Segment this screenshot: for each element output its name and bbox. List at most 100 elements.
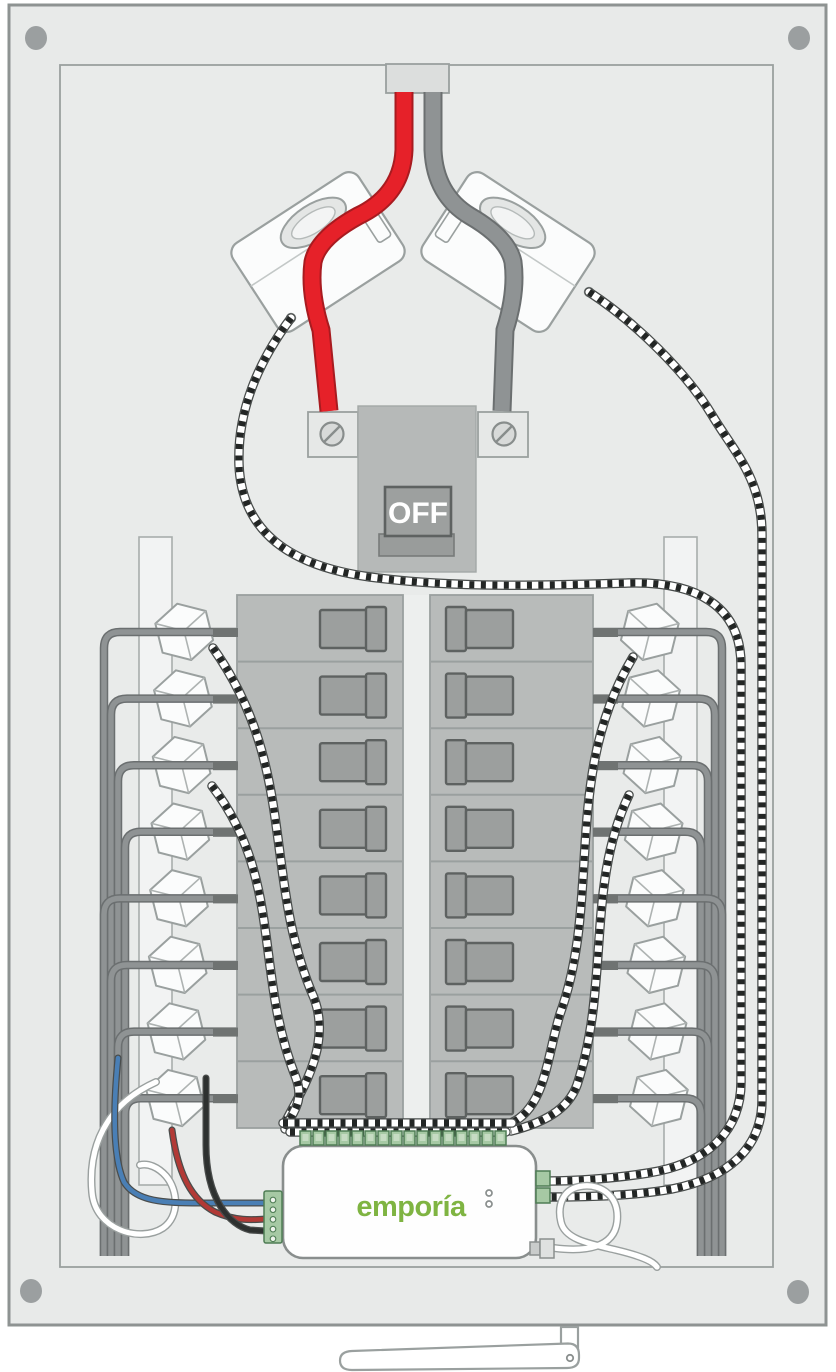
antenna-connector-body xyxy=(539,1238,555,1259)
sensor-port-pin xyxy=(484,1134,491,1141)
branch-wire-left xyxy=(101,629,238,1256)
feed-wire-gray xyxy=(423,92,524,412)
sensor-port-pin xyxy=(302,1134,309,1141)
branch-cable-bundle-left xyxy=(210,645,323,1123)
power-wire-red xyxy=(169,1127,269,1222)
breaker-handle-left xyxy=(364,805,388,852)
wifi-antenna xyxy=(338,1325,581,1372)
breaker-wire-stub-left xyxy=(213,1094,238,1104)
breaker-switch-right xyxy=(464,875,515,916)
breaker-wire-stub-right xyxy=(593,1027,618,1037)
breaker-wire-stub-right xyxy=(593,961,618,970)
branch-wire-left xyxy=(115,1028,238,1256)
branch-wire-right xyxy=(593,762,711,1256)
antenna-pivot xyxy=(565,1353,575,1363)
breaker-wire-stub-left xyxy=(213,694,238,704)
status-led xyxy=(485,1189,493,1197)
main-breaker-handle xyxy=(383,485,453,538)
branch-wire-right xyxy=(593,1028,711,1256)
status-led xyxy=(485,1200,493,1208)
breaker-switch-right xyxy=(464,1008,515,1049)
breaker-switch-left xyxy=(318,1008,369,1049)
sensor-port-pin xyxy=(432,1134,439,1141)
emporia-logo: emporía xyxy=(356,1191,467,1223)
sensor-port-pin xyxy=(367,1134,374,1141)
feed-connector xyxy=(385,63,450,94)
branch-cable-bundle-right xyxy=(510,793,633,1135)
branch-wire-left xyxy=(101,895,238,1256)
breaker-switch-right xyxy=(464,608,515,650)
breaker-switch-left xyxy=(318,742,369,783)
breaker-handle-left xyxy=(364,872,388,919)
branch-wire-right xyxy=(593,895,725,1256)
sensor-port-pin xyxy=(380,1134,387,1141)
branch-cable-bundle-right xyxy=(509,655,637,1127)
breaker-switch-left xyxy=(318,875,369,916)
branch-wire-right xyxy=(593,962,718,1256)
power-terminal-screw xyxy=(269,1225,277,1233)
power-terminal-screw xyxy=(269,1235,277,1243)
sensor-port-pin xyxy=(471,1134,478,1141)
corner-screw xyxy=(787,1280,809,1304)
sensor-port-pin xyxy=(406,1134,413,1141)
breaker-handle-right xyxy=(444,938,468,986)
sensor-port-pin xyxy=(328,1134,335,1141)
sensor-port-pin xyxy=(354,1134,361,1141)
branch-wire-left xyxy=(115,762,238,1256)
sensor-port-pin xyxy=(315,1134,322,1141)
power-terminal-screw xyxy=(269,1206,277,1214)
breaker-handle-left xyxy=(364,1071,388,1119)
breaker-switch-right xyxy=(464,1074,515,1116)
breaker-handle-left xyxy=(364,1005,388,1052)
lug-screw-right xyxy=(491,421,517,447)
branch-wire-right xyxy=(593,695,718,1256)
breaker-columns xyxy=(213,594,618,1129)
breaker-wire-stub-right xyxy=(593,827,618,837)
breaker-handle-right xyxy=(444,672,468,719)
power-wire-blue xyxy=(112,1055,269,1206)
power-wire-white xyxy=(88,1079,178,1237)
antenna-connector-nut xyxy=(529,1241,541,1256)
breaker-switch-left xyxy=(318,608,369,650)
breaker-wire-stub-right xyxy=(593,1094,618,1104)
breaker-wire-stub-left xyxy=(213,761,238,771)
breaker-wire-stub-left xyxy=(213,1027,238,1037)
breaker-wire-stub-right xyxy=(593,761,618,771)
breaker-handle-right xyxy=(444,805,468,852)
breaker-handle-right xyxy=(444,1005,468,1052)
power-terminal-screw xyxy=(269,1216,277,1223)
antenna-cable xyxy=(529,1181,661,1271)
corner-screw xyxy=(788,26,810,50)
sensor-port-pin xyxy=(458,1134,465,1141)
branch-wire-left xyxy=(108,962,238,1256)
branch-wire-left xyxy=(122,829,238,1256)
breaker-switch-left xyxy=(318,1074,369,1116)
breaker-switch-right xyxy=(464,742,515,783)
sensor-port-pin xyxy=(497,1134,504,1141)
breaker-wire-stub-right xyxy=(593,694,618,704)
energy-monitor-device: emporía xyxy=(281,1144,538,1260)
branch-cable-bundle-left xyxy=(209,783,303,1131)
sensor-port-pin xyxy=(419,1134,426,1141)
sensor-port-pin xyxy=(341,1134,348,1141)
breaker-wire-stub-right xyxy=(593,628,618,637)
main-ct-port xyxy=(535,1170,551,1187)
sensor-port-pin xyxy=(393,1134,400,1141)
breaker-switch-left xyxy=(318,675,369,716)
breaker-switch-left xyxy=(318,941,369,983)
corner-screw xyxy=(20,1279,42,1303)
breaker-handle-left xyxy=(364,672,388,719)
main-ct-cable-right xyxy=(549,289,766,1201)
breaker-wire-stub-left xyxy=(213,961,238,970)
main-breaker-off-label: OFF xyxy=(388,497,448,530)
main-breaker: OFF xyxy=(307,405,529,573)
branch-wire-left xyxy=(108,695,238,1256)
breaker-handle-left xyxy=(364,605,388,653)
power-terminal-screw xyxy=(269,1196,277,1204)
breaker-wire-stub-left xyxy=(213,628,238,637)
breaker-handle-right xyxy=(444,872,468,919)
breaker-switch-left xyxy=(318,808,369,849)
breaker-handle-left xyxy=(364,739,388,786)
branch-wire-right xyxy=(593,829,704,1256)
